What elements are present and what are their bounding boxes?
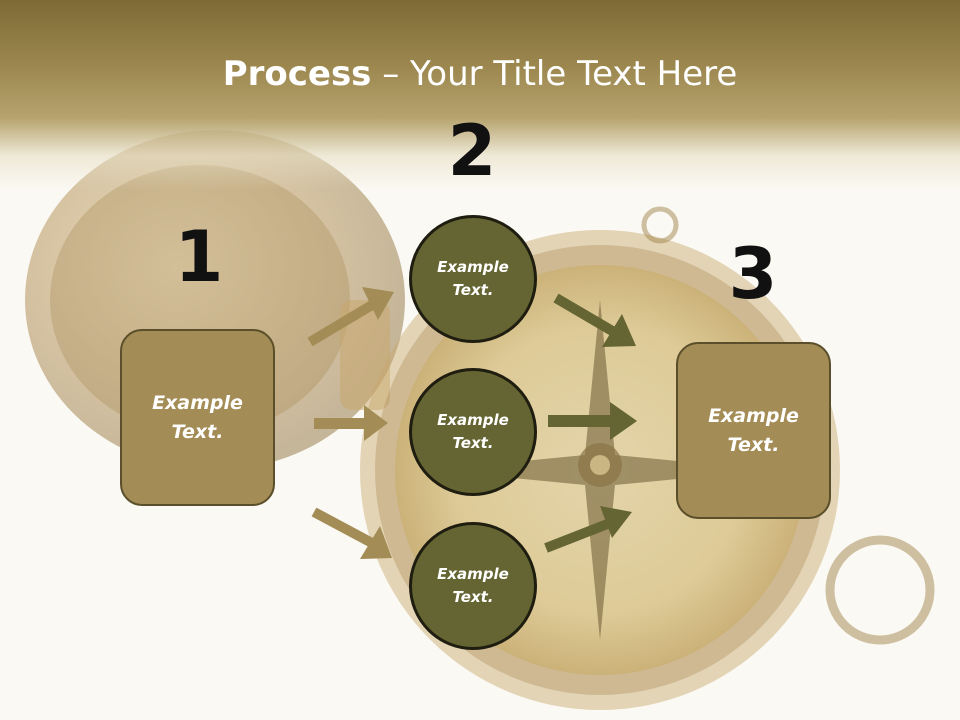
circle-bottom-text: Example Text. [437, 565, 509, 606]
step-3-box[interactable]: Example Text. [676, 342, 831, 519]
title-rest: – Your Title Text Here [371, 54, 738, 94]
circle-top-text: Example Text. [437, 258, 509, 299]
arrow-right-icon [548, 402, 637, 440]
step-1-box[interactable]: Example Text. [120, 329, 275, 506]
step-number-3: 3 [728, 233, 778, 315]
arrow-right-icon [314, 405, 388, 441]
slide-title: Process – Your Title Text Here [0, 52, 960, 96]
step-2-circle-bottom[interactable]: Example Text. [409, 522, 537, 650]
step-2-circle-middle[interactable]: Example Text. [409, 368, 537, 496]
step-1-box-text: Example Text. [152, 391, 243, 443]
header-band [0, 0, 960, 190]
title-bold: Process [222, 54, 372, 94]
arrow-up-right-icon [307, 287, 394, 347]
step-3-box-text: Example Text. [708, 404, 799, 456]
arrow-down-right-icon [311, 507, 392, 559]
circle-middle-text: Example Text. [437, 411, 509, 452]
step-2-circle-top[interactable]: Example Text. [409, 215, 537, 343]
step-number-1: 1 [174, 216, 224, 298]
arrow-down-right-icon [553, 293, 636, 347]
arrow-up-right-icon [544, 506, 632, 553]
step-number-2: 2 [447, 110, 497, 192]
